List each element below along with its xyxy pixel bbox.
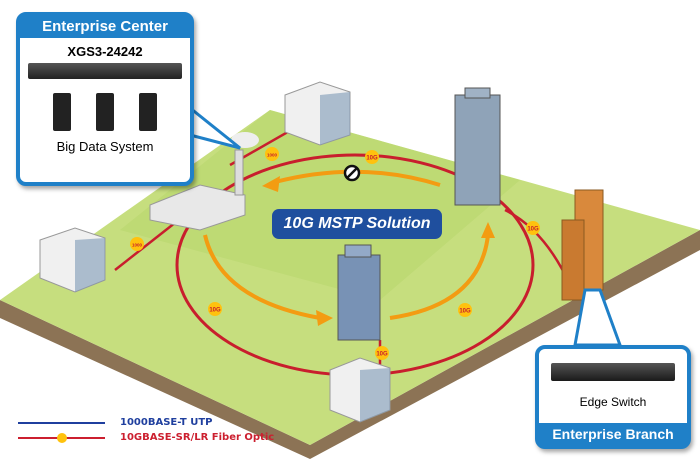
link-speed-badge: [208, 302, 222, 316]
enterprise-branch-title: Enterprise Branch: [539, 423, 687, 445]
core-tower: [337, 244, 381, 341]
link-speed-badge: [375, 346, 389, 360]
servers: [40, 93, 170, 131]
office-building-bottom: [329, 357, 391, 423]
switch-model-label: XGS3-24242: [67, 44, 143, 59]
solution-label: 10G MSTP Solution: [272, 209, 442, 239]
arrowhead-up: [481, 222, 495, 238]
big-data-system-label: Big Data System: [56, 139, 154, 154]
legend-label-utp: 1000BASE-T UTP: [120, 417, 213, 428]
core-switch-image: [28, 63, 182, 79]
server-icon: [139, 93, 158, 131]
link-speed-badge-text: 1000: [267, 153, 278, 158]
arrowhead-right: [316, 310, 333, 326]
link-speed-badge: [130, 237, 144, 251]
enterprise-branch-callout: Edge Switch Enterprise Branch: [535, 345, 691, 449]
link-speed-badge: [458, 303, 472, 317]
office-building-left: [39, 227, 106, 293]
blocked-port-icon: [343, 164, 361, 182]
link-speed-badge-text: 10G: [376, 352, 388, 358]
arrowhead-left: [262, 176, 280, 192]
enterprise-center-title: Enterprise Center: [20, 16, 190, 38]
enterprise-center-callout: Enterprise Center XGS3-24242 Big Data Sy…: [16, 12, 194, 186]
edge-switch-label: Edge Switch: [579, 395, 647, 409]
branch-tower: [561, 189, 604, 301]
link-speed-badge: [365, 150, 379, 164]
link-speed-badge-text: 10G: [459, 309, 471, 315]
factory-building: [149, 132, 259, 231]
legend-label-fiber: 10GBASE-SR/LR Fiber Optic: [120, 432, 275, 443]
link-speed-badge-text: 10G: [527, 227, 539, 233]
edge-switch-image: [551, 363, 675, 381]
skyscraper-tower: [454, 87, 501, 206]
flow-arrow-right: [389, 234, 490, 320]
link-speed-badge: [526, 221, 540, 235]
link-speed-badge-text: 10G: [366, 156, 378, 162]
flow-arrow-left: [203, 234, 321, 320]
link-speed-badge: [265, 147, 279, 161]
link-speed-badge-text: 1000: [132, 243, 143, 248]
server-icon: [95, 93, 114, 131]
office-building-top: [284, 81, 351, 146]
legend-badge: [57, 433, 67, 443]
link-speed-badge-text: 10G: [209, 308, 221, 314]
server-icon: [52, 93, 71, 131]
